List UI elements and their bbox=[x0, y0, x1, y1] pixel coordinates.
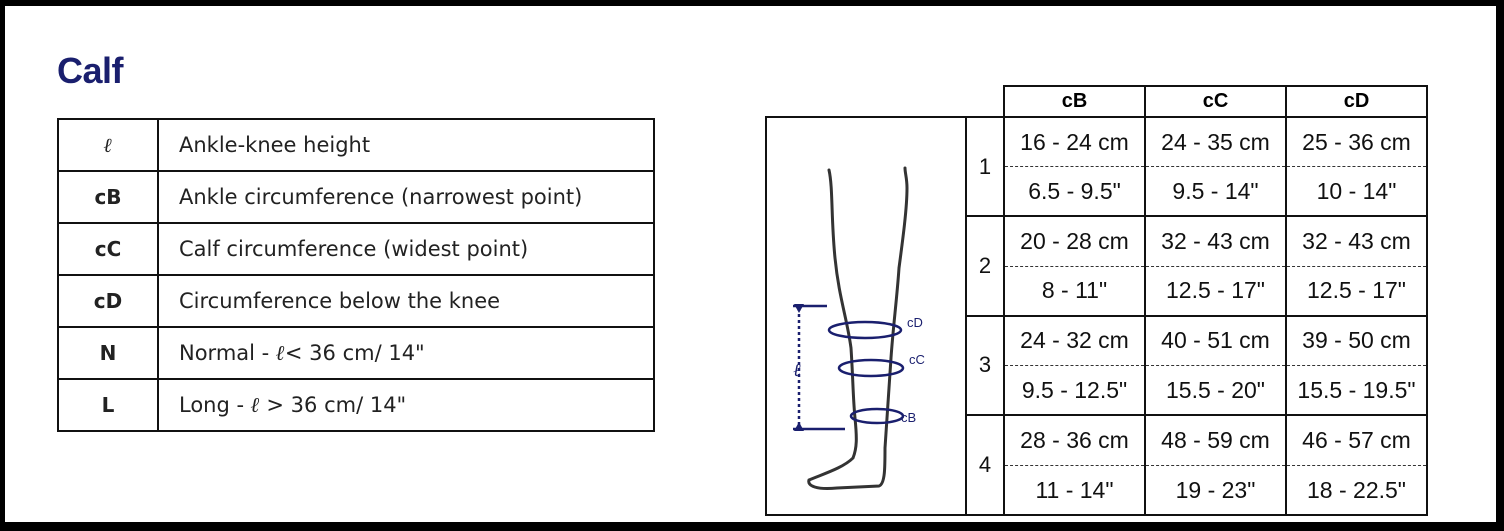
size-number: 3 bbox=[965, 314, 1005, 417]
size-cell-inches: 12.5 - 17" bbox=[1144, 266, 1287, 317]
leg-diagram: cD cC cB ℓ bbox=[765, 116, 967, 516]
legend-symbol: N bbox=[57, 326, 159, 380]
header-cC: cC bbox=[1144, 85, 1287, 118]
size-row-inches: 9.5 - 12.5"15.5 - 20"15.5 - 19.5" bbox=[766, 365, 1428, 417]
label-cB: cB bbox=[901, 410, 916, 425]
size-cell-inches: 6.5 - 9.5" bbox=[1003, 166, 1146, 217]
size-cell-inches: 15.5 - 19.5" bbox=[1285, 365, 1428, 417]
legend-symbol: cC bbox=[57, 222, 159, 276]
legend-description-prefix: Normal - bbox=[179, 341, 276, 365]
leg-illustration: cD cC cB ℓ bbox=[793, 166, 925, 490]
size-cell-cm: 24 - 32 cm bbox=[1003, 314, 1146, 367]
size-cell-inches: 9.5 - 12.5" bbox=[1003, 365, 1146, 417]
size-cell-cm: 20 - 28 cm bbox=[1003, 214, 1146, 267]
size-cell-inches: 9.5 - 14" bbox=[1144, 166, 1287, 217]
legend-description: Calf circumference (widest point) bbox=[157, 222, 655, 276]
size-cell-cm: 24 - 35 cm bbox=[1144, 116, 1287, 167]
size-number: 4 bbox=[965, 414, 1005, 516]
legend-symbol: ℓ bbox=[57, 118, 159, 172]
label-cD: cD bbox=[907, 315, 923, 330]
size-cell-inches: 15.5 - 20" bbox=[1144, 365, 1287, 417]
size-cell-cm: 48 - 59 cm bbox=[1144, 414, 1287, 467]
legend-description-suffix: < 36 cm/ 14" bbox=[284, 341, 425, 365]
header-cB: cB bbox=[1003, 85, 1146, 118]
legend-description: Circumference below the knee bbox=[157, 274, 655, 328]
size-number: 1 bbox=[965, 116, 1005, 217]
legend-description: Ankle-knee height bbox=[157, 118, 655, 172]
size-cell-inches: 18 - 22.5" bbox=[1285, 465, 1428, 516]
size-cell-inches: 8 - 11" bbox=[1003, 266, 1146, 317]
legend-description: Normal - ℓ< 36 cm/ 14" bbox=[157, 326, 655, 380]
ell-symbol: ℓ bbox=[250, 392, 260, 417]
size-cell-inches: 11 - 14" bbox=[1003, 465, 1146, 516]
legend-symbol: cB bbox=[57, 170, 159, 224]
legend-description: Ankle circumference (narrowest point) bbox=[157, 170, 655, 224]
legend-description-suffix: > 36 cm/ 14" bbox=[259, 393, 407, 417]
size-row-inches: 6.5 - 9.5"9.5 - 14"10 - 14" bbox=[766, 166, 1428, 217]
size-cell-inches: 19 - 23" bbox=[1144, 465, 1287, 516]
size-number: 2 bbox=[965, 215, 1005, 317]
label-cC: cC bbox=[909, 352, 925, 367]
legend-symbol: L bbox=[57, 378, 159, 432]
size-cell-cm: 25 - 36 cm bbox=[1285, 116, 1428, 167]
header-cD: cD bbox=[1285, 85, 1428, 118]
size-cell-inches: 10 - 14" bbox=[1285, 166, 1428, 217]
size-cell-cm: 28 - 36 cm bbox=[1003, 414, 1146, 467]
size-cell-cm: 39 - 50 cm bbox=[1285, 314, 1428, 367]
ell-symbol: ℓ bbox=[275, 340, 285, 365]
size-row-inches: 8 - 11"12.5 - 17"12.5 - 17" bbox=[766, 266, 1428, 317]
label-ell: ℓ bbox=[793, 360, 801, 381]
legend-description-prefix: Long - bbox=[179, 393, 251, 417]
legend-description: Long - ℓ > 36 cm/ 14" bbox=[157, 378, 655, 432]
size-cell-cm: 16 - 24 cm bbox=[1003, 116, 1146, 167]
size-cell-cm: 32 - 43 cm bbox=[1144, 214, 1287, 267]
size-cell-inches: 12.5 - 17" bbox=[1285, 266, 1428, 317]
size-cell-cm: 40 - 51 cm bbox=[1144, 314, 1287, 367]
size-cell-cm: 32 - 43 cm bbox=[1285, 214, 1428, 267]
size-table-header: cB cC cD bbox=[766, 85, 1428, 118]
page-title: Calf bbox=[57, 50, 124, 91]
size-row-inches: 11 - 14"19 - 23"18 - 22.5" bbox=[766, 465, 1428, 516]
legend-symbol: cD bbox=[57, 274, 159, 328]
size-cell-cm: 46 - 57 cm bbox=[1285, 414, 1428, 467]
